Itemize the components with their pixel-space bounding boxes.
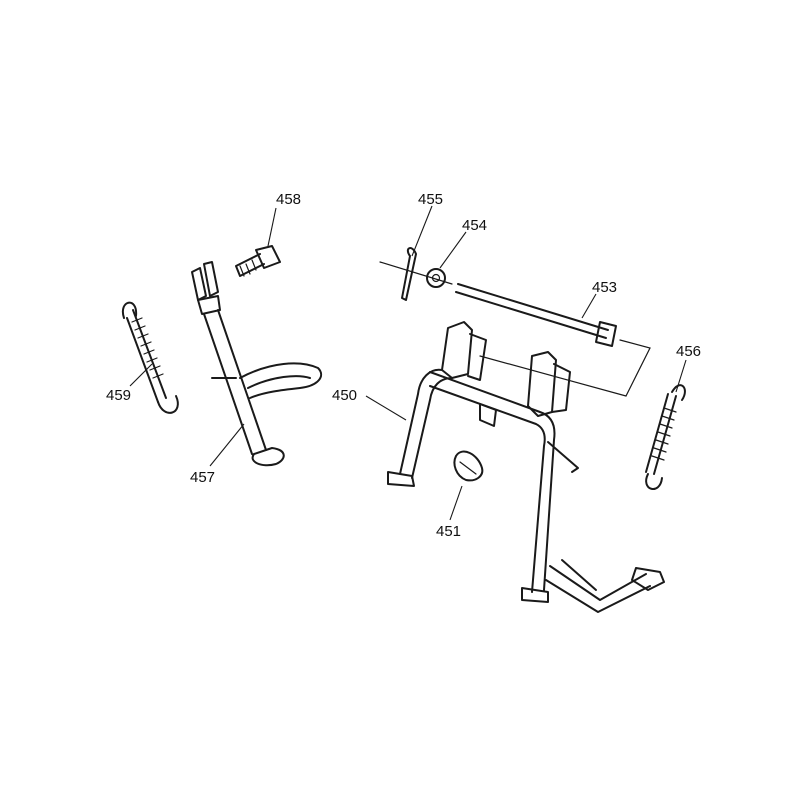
- side-stand-457: [191, 261, 323, 467]
- label-455: 455: [418, 191, 443, 208]
- stopper-451: [453, 450, 484, 482]
- label-454: 454: [462, 217, 487, 234]
- cotter-pin-455: [401, 247, 417, 301]
- pivot-axis-line: [379, 261, 651, 397]
- label-451: 451: [436, 523, 461, 540]
- spring-456: [645, 384, 686, 490]
- spring-459: [121, 301, 179, 414]
- main-stand-450: [387, 321, 665, 613]
- leader-lines: [129, 205, 687, 521]
- label-450: 450: [332, 387, 357, 404]
- bolt-458: [235, 245, 281, 277]
- label-459: 459: [106, 387, 131, 404]
- label-458: 458: [276, 191, 301, 208]
- pivot-shaft-453: [455, 283, 617, 347]
- washer-454: [426, 268, 446, 288]
- label-456: 456: [676, 343, 701, 360]
- label-457: 457: [190, 469, 215, 486]
- label-453: 453: [592, 279, 617, 296]
